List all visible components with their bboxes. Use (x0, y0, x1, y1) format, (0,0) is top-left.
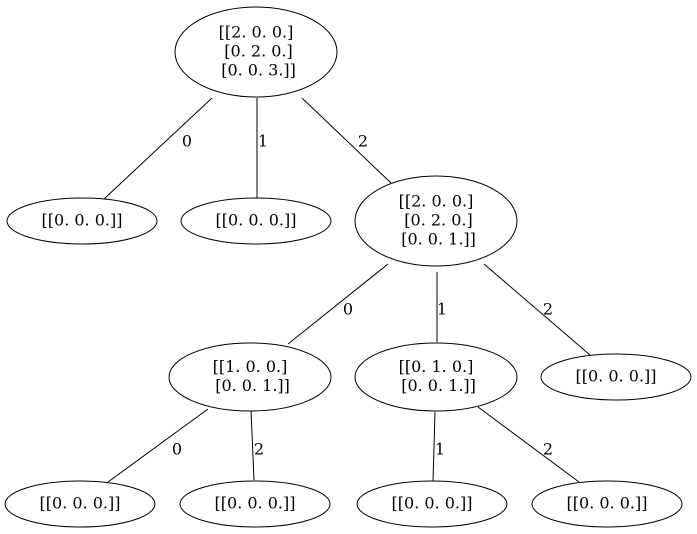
edge-line (103, 97, 213, 200)
edge-n2-n21: 1 (436, 272, 447, 342)
node-label-line: [0. 0. 1.]] (210, 376, 290, 395)
node-ellipse (356, 480, 508, 528)
node-n22: [[0. 0. 0.]] (540, 353, 692, 401)
node-ellipse (354, 175, 518, 267)
node-ellipse (531, 480, 683, 528)
edge-label: 0 (172, 440, 182, 459)
node-n212: [[0. 0. 0.]] (531, 480, 683, 528)
node-n211: [[0. 0. 0.]] (356, 480, 508, 528)
node-label-line: [[1. 0. 0.] (213, 357, 288, 376)
edge-root-n1: 1 (256, 98, 268, 198)
node-n21: [[0. 1. 0.] [0. 0. 1.]] (354, 342, 518, 412)
node-label-line: [0. 0. 1.]] (396, 230, 476, 249)
node-n0: [[0. 0. 0.]] (6, 197, 158, 245)
node-ellipse (179, 480, 331, 528)
edge-line (107, 408, 209, 483)
edge-label: 2 (358, 132, 368, 151)
node-label-line: [[2. 0. 0.] (399, 192, 474, 211)
edge-label: 0 (182, 132, 192, 151)
node-root: [[2. 0. 0.] [0. 2. 0.] [0. 0. 3.]] (174, 6, 338, 98)
edge-n21-n211: 1 (432, 411, 445, 482)
edge-n20-n202: 2 (250, 409, 264, 481)
node-label-line: [[0. 1. 0.] (399, 357, 474, 376)
node-n20: [[1. 0. 0.] [0. 0. 1.]] (168, 342, 332, 412)
node-n202: [[0. 0. 0.]] (179, 480, 331, 528)
node-label-line: [0. 2. 0.] (399, 211, 473, 230)
node-label-line: [0. 0. 3.]] (216, 61, 296, 80)
edge-label: 2 (543, 300, 553, 319)
node-label-line: [[0. 0. 0.]] (567, 494, 648, 513)
edge-root-n2: 2 (301, 97, 392, 184)
node-label-line: [0. 2. 0.] (219, 42, 293, 61)
node-label-line: [[0. 0. 0.]] (42, 211, 123, 230)
edge-line (301, 97, 392, 184)
node-ellipse (6, 197, 158, 245)
edge-label: 0 (343, 300, 353, 319)
node-ellipse (4, 480, 156, 528)
edge-line (483, 263, 591, 356)
nodes-layer: [[2. 0. 0.] [0. 2. 0.] [0. 0. 3.]] [[0. 0… (4, 6, 692, 528)
edge-line (287, 263, 389, 345)
node-ellipse (174, 6, 338, 98)
node-ellipse (540, 353, 692, 401)
edge-n20-n200: 0 (107, 408, 209, 483)
edges-layer: 0 1 2 0 1 2 0 2 1 2 (103, 97, 591, 483)
edge-root-n0: 0 (103, 97, 213, 200)
node-label-line: [[0. 0. 0.]] (215, 494, 296, 513)
node-label-line: [[0. 0. 0.]] (576, 367, 657, 386)
node-n200: [[0. 0. 0.]] (4, 480, 156, 528)
node-label-line: [[0. 0. 0.]] (392, 494, 473, 513)
edge-label: 1 (258, 132, 268, 151)
edge-n21-n212: 2 (477, 406, 580, 483)
node-label-line: [0. 0. 1.]] (396, 376, 476, 395)
node-label-line: [[2. 0. 0.] (219, 23, 294, 42)
edge-label: 1 (437, 300, 447, 319)
edge-line (477, 406, 580, 483)
node-ellipse (354, 342, 518, 412)
edge-label: 1 (435, 440, 445, 459)
node-ellipse (168, 342, 332, 412)
edge-label: 2 (254, 440, 264, 459)
node-n1: [[0. 0. 0.]] (180, 197, 332, 245)
node-ellipse (180, 197, 332, 245)
node-n2: [[2. 0. 0.] [0. 2. 0.] [0. 0. 1.]] (354, 175, 518, 267)
node-label-line: [[0. 0. 0.]] (216, 211, 297, 230)
node-label-line: [[0. 0. 0.]] (40, 494, 121, 513)
edge-n2-n20: 0 (287, 263, 389, 345)
edge-line (250, 409, 255, 481)
edge-label: 2 (543, 440, 553, 459)
edge-line (432, 411, 436, 482)
edge-n2-n22: 2 (483, 263, 591, 356)
